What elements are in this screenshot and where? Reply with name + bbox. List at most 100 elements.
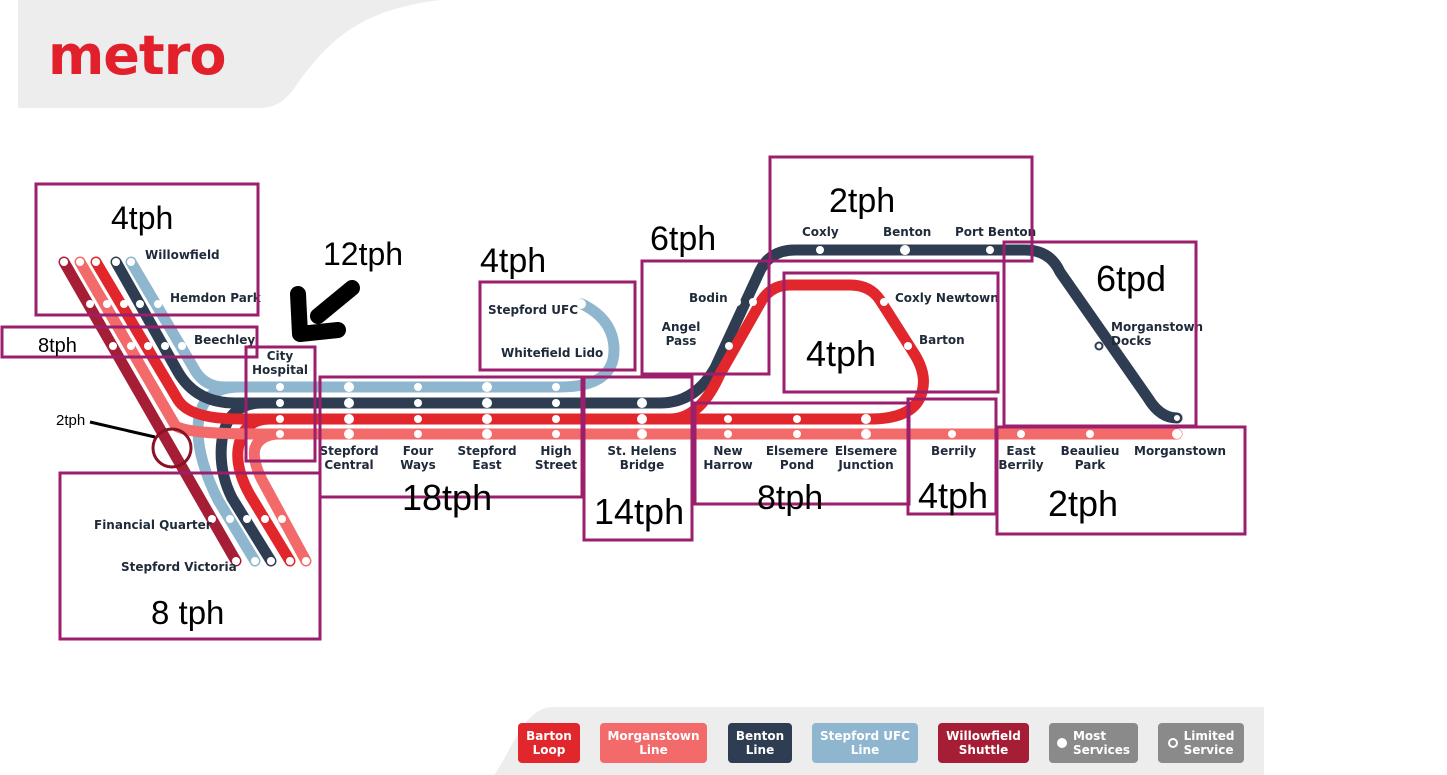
- station-financial-quarter[interactable]: Financial Quarter: [94, 518, 212, 532]
- station-dot: [136, 300, 144, 308]
- station-dot: [251, 557, 259, 565]
- logo-text: metro: [48, 24, 226, 87]
- annotation-benton-top: 2tph: [829, 182, 895, 220]
- station-dot: [243, 515, 251, 523]
- station-port-benton[interactable]: Port Benton: [955, 225, 1036, 239]
- station-dot: [600, 342, 608, 350]
- station-benton[interactable]: Benton: [883, 225, 931, 239]
- metro-logo: metro: [48, 24, 226, 87]
- station-dot: [76, 258, 84, 266]
- filled-dot-icon: [1056, 738, 1067, 748]
- station-dot: [749, 298, 757, 306]
- annotation-berrily: 4tph: [918, 475, 988, 516]
- annotation-box: [582, 375, 694, 542]
- station-dot: [154, 300, 162, 308]
- annotation-box: [318, 375, 584, 499]
- station-dot: [161, 342, 169, 350]
- junction-highlight-circle: [151, 427, 193, 469]
- annotation-box: [244, 345, 317, 463]
- station-dot: [344, 382, 354, 392]
- station-dot: [986, 246, 994, 254]
- station-dot: [344, 414, 354, 424]
- annotation-victoria-branch: 8 tph: [151, 594, 224, 631]
- annotation-beechley-left: 8tph: [38, 335, 77, 357]
- station-dot: [482, 382, 492, 392]
- station-dot: [86, 300, 94, 308]
- station-dots: [60, 245, 1182, 565]
- station-coxly-newtown[interactable]: Coxly Newtown: [895, 291, 999, 305]
- station-dot: [733, 298, 741, 306]
- annotation-box: [782, 271, 1000, 394]
- station-dot: [103, 300, 111, 308]
- station-whitefield-lido[interactable]: Whitefield Lido: [501, 346, 603, 360]
- annotation-barton-loop: 4tph: [806, 333, 876, 374]
- station-dot: [286, 557, 294, 565]
- station-dot: [178, 342, 186, 350]
- annotation-willowfield-branch: 4tph: [111, 200, 173, 236]
- annotation-box: [995, 425, 1247, 536]
- station-dot: [276, 383, 284, 391]
- station-dot: [637, 414, 647, 424]
- station-dot: [1172, 429, 1182, 439]
- annotation-elsemere: 8tph: [757, 479, 823, 517]
- station-dot: [724, 430, 732, 438]
- benton-line-south: [215, 397, 277, 567]
- station-bodin[interactable]: Bodin: [689, 291, 728, 305]
- station-dot: [900, 245, 910, 255]
- annotation-bodin-branch: 6tph: [650, 220, 716, 258]
- annotation-st-helens: 14tph: [594, 491, 684, 532]
- station-dot: [414, 430, 422, 438]
- station-morganstown[interactable]: Morganstown: [1134, 444, 1226, 458]
- station-dot: [904, 342, 912, 350]
- annotation-box: [478, 280, 637, 372]
- station-dot: [276, 415, 284, 423]
- open-dot-icon: [1167, 738, 1178, 748]
- station-coxly[interactable]: Coxly: [802, 225, 839, 239]
- station-stepford-ufc[interactable]: Stepford UFC: [488, 303, 578, 317]
- station-dot: [127, 342, 135, 350]
- station-dot: [861, 429, 871, 439]
- annotation-central-trunk: 18tph: [402, 477, 492, 518]
- station-barton[interactable]: Barton: [919, 333, 965, 347]
- station-dot: [482, 398, 492, 408]
- station-dot: [344, 398, 354, 408]
- arrow-icon: [290, 280, 360, 342]
- station-berrily[interactable]: Berrily: [931, 444, 976, 458]
- station-dot: [552, 415, 560, 423]
- station-stepford-victoria[interactable]: Stepford Victoria: [121, 560, 237, 574]
- station-dot: [414, 415, 422, 423]
- station-hemdon-park[interactable]: Hemdon Park: [170, 291, 262, 305]
- station-beechley[interactable]: Beechley: [194, 333, 255, 347]
- station-dot: [1086, 430, 1094, 438]
- station-dot: [267, 557, 275, 565]
- station-dot: [552, 399, 560, 407]
- station-willowfield[interactable]: Willowfield: [145, 248, 220, 262]
- logo-panel: [18, 0, 440, 108]
- annotation-box: [34, 182, 260, 317]
- annotation-circle-label: 2tph: [56, 412, 85, 429]
- station-dot: [708, 342, 716, 350]
- station-dot: [344, 429, 354, 439]
- station-dot: [793, 430, 801, 438]
- benton-line: [110, 244, 1183, 424]
- station-dot: [120, 300, 128, 308]
